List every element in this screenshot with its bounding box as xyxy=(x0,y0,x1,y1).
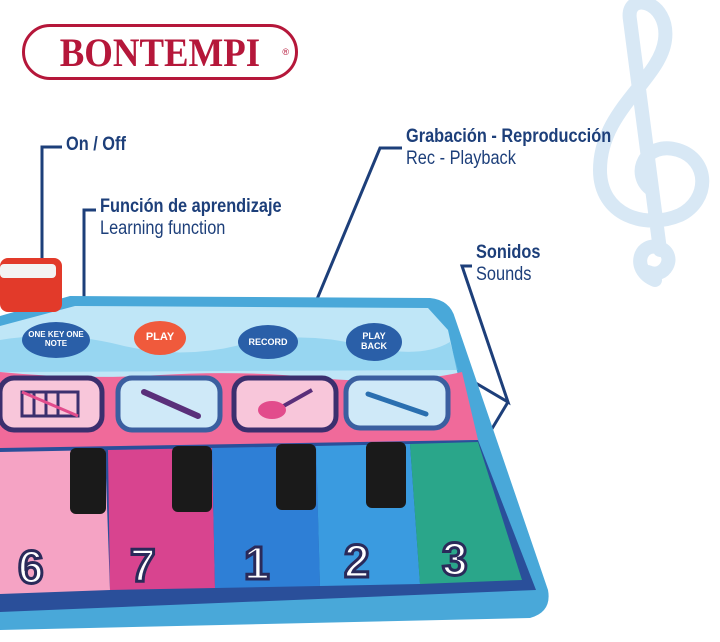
play-button: PLAY xyxy=(145,331,175,343)
treble-clef-watermark xyxy=(592,0,710,287)
callout-sounds: Sonidos Sounds xyxy=(476,242,551,286)
learning-sublabel: Learning function xyxy=(100,218,226,239)
leader-record xyxy=(298,146,402,341)
flute-icon xyxy=(365,391,429,417)
record-label: Grabación - Reproducción xyxy=(406,126,612,147)
key-number-7: 7 xyxy=(129,538,158,593)
clarinet-icon xyxy=(141,389,201,419)
brand-logo: BONTEMPI ® xyxy=(22,24,298,80)
on-off-label: On / Off xyxy=(66,134,126,155)
leader-sounds xyxy=(449,264,511,433)
learning-label: Función de aprendizaje xyxy=(100,196,282,217)
callout-record: Grabación - Reproducción Rec - Playback xyxy=(406,126,645,170)
key-number-1: 1 xyxy=(243,536,272,591)
brand-name: BONTEMPI xyxy=(59,29,261,75)
callout-on-off: On / Off xyxy=(66,134,136,156)
sounds-label: Sonidos xyxy=(476,242,541,263)
record-button: RECORD xyxy=(248,337,288,347)
one-key-one-note-button: ONE KEY ONE NOTE xyxy=(28,330,84,348)
key-number-3: 3 xyxy=(441,532,470,587)
xylophone-icon xyxy=(20,390,80,418)
leader-on-off xyxy=(40,145,62,278)
key-number-2: 2 xyxy=(343,534,372,589)
record-sublabel: Rec - Playback xyxy=(406,148,516,169)
leader-learning xyxy=(82,208,96,328)
play-back-button: PLAY BACK xyxy=(361,331,387,351)
key-number-6: 6 xyxy=(17,540,46,595)
electric-guitar-icon xyxy=(258,388,313,419)
sounds-sublabel: Sounds xyxy=(476,264,532,285)
registered-mark: ® xyxy=(282,47,289,57)
callout-learning: Función de aprendizaje Learning function xyxy=(100,196,311,240)
